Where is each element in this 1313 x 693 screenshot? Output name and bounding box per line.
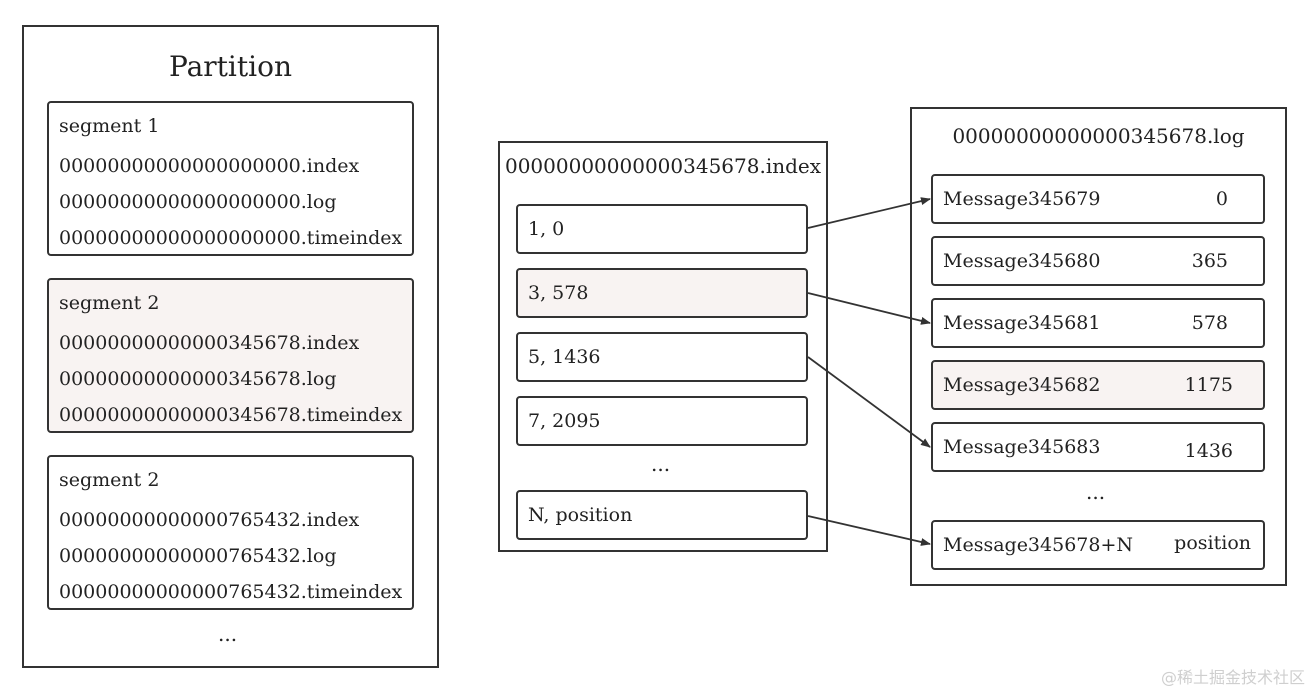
message-name: Message345680 <box>943 250 1101 272</box>
message-position: 1175 <box>1184 374 1233 396</box>
segment-index-file: 00000000000000765432.index <box>59 509 360 531</box>
message-position: 1436 <box>1184 440 1233 462</box>
index-ellipsis: ... <box>651 452 671 476</box>
index-entry-label: N, position <box>528 504 633 526</box>
message-name: Message345681 <box>943 312 1101 334</box>
message-name: Message345682 <box>943 374 1101 396</box>
message-position: 365 <box>1191 250 1228 272</box>
index-entry-label: 1, 0 <box>528 218 565 240</box>
message-entry: Message345683 1436 <box>931 422 1265 472</box>
message-position: 0 <box>1215 188 1228 210</box>
segment-card: segment 2 00000000000000765432.index 000… <box>47 455 414 610</box>
message-entry: Message345681 578 <box>931 298 1265 348</box>
message-entry: Message345678+N position <box>931 520 1265 570</box>
segment-card: segment 1 00000000000000000000.index 000… <box>47 101 414 256</box>
index-entry-label: 5, 1436 <box>528 346 601 368</box>
index-entry: 5, 1436 <box>516 332 808 382</box>
segment-name: segment 2 <box>59 469 160 491</box>
segment-index-file: 00000000000000345678.index <box>59 332 360 354</box>
message-name: Message345679 <box>943 188 1101 210</box>
index-file-title: 00000000000000345678.index <box>504 154 822 178</box>
partition-title: Partition <box>169 50 292 83</box>
segment-timeindex-file: 00000000000000345678.timeindex <box>59 404 403 426</box>
segment-timeindex-file: 00000000000000765432.timeindex <box>59 581 403 603</box>
segment-timeindex-file: 00000000000000000000.timeindex <box>59 227 403 249</box>
watermark-text: @稀土掘金技术社区 <box>1160 668 1305 687</box>
index-entry-label: 3, 578 <box>528 282 589 304</box>
log-ellipsis: ... <box>1086 480 1106 504</box>
index-entry: 7, 2095 <box>516 396 808 446</box>
segment-index-file: 00000000000000000000.index <box>59 155 360 177</box>
message-entry-highlighted: Message345682 1175 <box>931 360 1265 410</box>
index-entry: N, position <box>516 490 808 540</box>
log-file-title: 00000000000000345678.log <box>952 124 1245 148</box>
message-position: 578 <box>1191 312 1228 334</box>
segment-name: segment 1 <box>59 115 160 137</box>
index-entry-highlighted: 3, 578 <box>516 268 808 318</box>
message-name: Message345678+N <box>943 534 1134 556</box>
segment-card-highlighted: segment 2 00000000000000345678.index 000… <box>47 278 414 433</box>
segment-log-file: 00000000000000765432.log <box>59 545 337 567</box>
partition-ellipsis: ... <box>218 622 238 646</box>
index-entry: 1, 0 <box>516 204 808 254</box>
segment-log-file: 00000000000000345678.log <box>59 368 337 390</box>
message-position: position <box>1174 532 1251 554</box>
segment-log-file: 00000000000000000000.log <box>59 191 337 213</box>
message-entry: Message345679 0 <box>931 174 1265 224</box>
message-entry: Message345680 365 <box>931 236 1265 286</box>
index-entry-label: 7, 2095 <box>528 410 601 432</box>
segment-name: segment 2 <box>59 292 160 314</box>
message-name: Message345683 <box>943 436 1101 458</box>
